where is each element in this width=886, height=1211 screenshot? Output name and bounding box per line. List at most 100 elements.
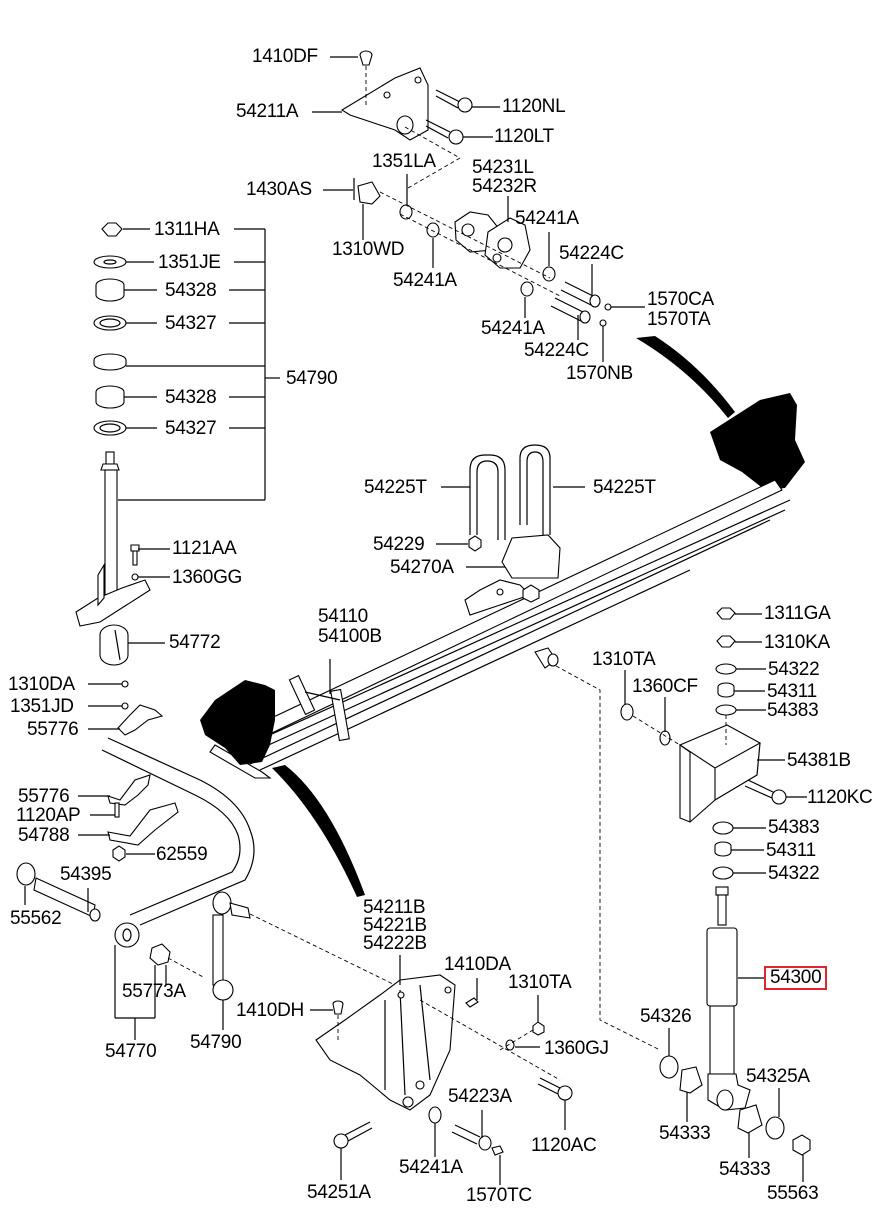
part-label-54790-a[interactable]: 54790 [286, 368, 338, 389]
direction-arrow-lower [272, 765, 365, 897]
shackle-plates [454, 211, 531, 269]
part-label-1570TA[interactable]: 1570TA [647, 309, 711, 330]
part-label-1120LT[interactable]: 1120LT [494, 126, 554, 147]
part-label-54221B[interactable]: 54221B [363, 915, 427, 936]
part-label-54772[interactable]: 54772 [169, 632, 221, 653]
part-label-54328-b[interactable]: 54328 [165, 387, 217, 408]
part-label-1351JD[interactable]: 1351JD [10, 696, 74, 717]
stud-hardware-stack [93, 222, 127, 436]
part-label-54225T-b[interactable]: 54225T [593, 477, 656, 498]
part-label-54241A-a[interactable]: 54241A [515, 208, 579, 229]
part-label-54110[interactable]: 54110 [318, 606, 368, 627]
part-label-54383-a[interactable]: 54383 [767, 700, 819, 721]
part-label-1310TA-b[interactable]: 1310TA [508, 972, 572, 993]
part-label-54231L[interactable]: 54231L [472, 157, 534, 178]
part-label-1310TA-a[interactable]: 1310TA [592, 649, 656, 670]
nut-1310TA-a [620, 703, 634, 721]
part-label-54241A-c[interactable]: 54241A [481, 318, 545, 339]
direction-arrow-upper [636, 336, 735, 418]
part-label-54229[interactable]: 54229 [373, 534, 425, 555]
rear-hanger-bracket [315, 974, 456, 1111]
part-label-54270A[interactable]: 54270A [390, 557, 454, 578]
part-label-54241A-d[interactable]: 54241A [399, 1157, 463, 1178]
part-label-1430AS[interactable]: 1430AS [246, 179, 312, 200]
part-label-1121AA[interactable]: 1121AA [172, 538, 237, 559]
part-label-54383-b[interactable]: 54383 [768, 817, 820, 838]
part-label-54322-a[interactable]: 54322 [768, 659, 820, 680]
part-label-54223A[interactable]: 54223A [448, 1086, 512, 1107]
part-label-1120AP[interactable]: 1120AP [16, 805, 81, 826]
clamp-55776-lower [107, 774, 151, 806]
part-label-1570CA[interactable]: 1570CA [647, 289, 714, 310]
part-label-1351JE[interactable]: 1351JE [158, 252, 221, 273]
part-label-55776-a[interactable]: 55776 [27, 719, 79, 740]
part-label-55562[interactable]: 55562 [10, 908, 62, 929]
part-label-54251A[interactable]: 54251A [307, 1182, 371, 1203]
part-label-1410DF[interactable]: 1410DF [252, 46, 318, 67]
bushing-54333-a [679, 1066, 703, 1094]
part-label-54395[interactable]: 54395 [60, 864, 112, 885]
part-label-54211A[interactable]: 54211A [236, 101, 299, 122]
part-label-1310WD[interactable]: 1310WD [332, 239, 405, 260]
front-hanger-bracket [340, 67, 429, 141]
part-label-54311-a[interactable]: 54311 [767, 681, 817, 702]
part-label-54327-a[interactable]: 54327 [165, 313, 217, 334]
part-label-55773A[interactable]: 55773A [122, 981, 186, 1002]
part-label-54224C-b[interactable]: 54224C [524, 340, 589, 361]
end-link-54790 [212, 891, 396, 1001]
part-label-1310KA[interactable]: 1310KA [764, 632, 830, 653]
washer-1360GJ [505, 1039, 515, 1051]
part-label-1311HA[interactable]: 1311HA [154, 219, 220, 240]
part-label-1120NL[interactable]: 1120NL [502, 96, 566, 117]
washer-54326 [659, 1055, 679, 1079]
part-label-54225T-a[interactable]: 54225T [364, 477, 427, 498]
part-label-54211B[interactable]: 54211B [363, 897, 426, 918]
part-label-54100B[interactable]: 54100B [318, 626, 382, 647]
part-label-1360GG[interactable]: 1360GG [172, 567, 243, 588]
part-label-1410DH[interactable]: 1410DH [236, 1000, 304, 1021]
part-label-54788[interactable]: 54788 [18, 825, 70, 846]
part-label-55776-b[interactable]: 55776 [18, 786, 70, 807]
part-label-54224C-a[interactable]: 54224C [559, 243, 624, 264]
part-label-54328-a[interactable]: 54328 [165, 280, 217, 301]
part-label-1311GA[interactable]: 1311GA [764, 603, 831, 624]
part-label-54327-b[interactable]: 54327 [165, 418, 217, 439]
bushing-55773A [149, 943, 171, 966]
part-label-1351LA[interactable]: 1351LA [372, 151, 436, 172]
part-label-1360CF[interactable]: 1360CF [632, 676, 698, 697]
part-label-54311-b[interactable]: 54311 [766, 840, 816, 861]
shock-lower-hardware-stack [712, 821, 734, 880]
part-label-54300-highlighted[interactable]: 54300 [764, 966, 828, 990]
shock-top-hardware [715, 607, 737, 716]
part-label-54222B[interactable]: 54222B [363, 933, 427, 954]
washer-1360CF [659, 730, 671, 746]
part-label-54232R[interactable]: 54232R [472, 176, 537, 197]
part-label-1410DA[interactable]: 1410DA [444, 954, 511, 975]
part-label-54322-b[interactable]: 54322 [768, 863, 820, 884]
part-label-1360GJ[interactable]: 1360GJ [544, 1038, 609, 1059]
part-label-1120KC[interactable]: 1120KC [807, 787, 873, 808]
spring-seat-pin [534, 647, 559, 669]
part-label-54326[interactable]: 54326 [640, 1006, 692, 1027]
part-label-54333-a[interactable]: 54333 [659, 1123, 711, 1144]
part-label-54381B[interactable]: 54381B [787, 750, 851, 771]
washer-54241A-c [520, 281, 534, 297]
part-label-54770[interactable]: 54770 [105, 1041, 157, 1062]
part-label-54333-b[interactable]: 54333 [719, 1159, 771, 1180]
washer-54241A-a [426, 222, 440, 238]
part-label-54241A-b[interactable]: 54241A [393, 270, 457, 291]
part-label-54790-b[interactable]: 54790 [190, 1032, 242, 1053]
part-label-1570TC[interactable]: 1570TC [466, 1185, 532, 1206]
grease-nipple-1410DF [359, 50, 373, 108]
part-label-1310DA[interactable]: 1310DA [8, 674, 75, 695]
part-label-54325A[interactable]: 54325A [746, 1066, 810, 1087]
bolt-1121AA [130, 544, 140, 581]
part-label-1570NB[interactable]: 1570NB [566, 363, 633, 384]
bolt-54251A [333, 1121, 373, 1149]
part-label-62559[interactable]: 62559 [156, 844, 208, 865]
nut-55563 [792, 1134, 811, 1156]
part-label-55563[interactable]: 55563 [767, 1183, 819, 1204]
part-label-1120AC[interactable]: 1120AC [531, 1135, 597, 1156]
stabilizer-bar-54770 [101, 737, 255, 948]
link-54395 [16, 862, 101, 922]
